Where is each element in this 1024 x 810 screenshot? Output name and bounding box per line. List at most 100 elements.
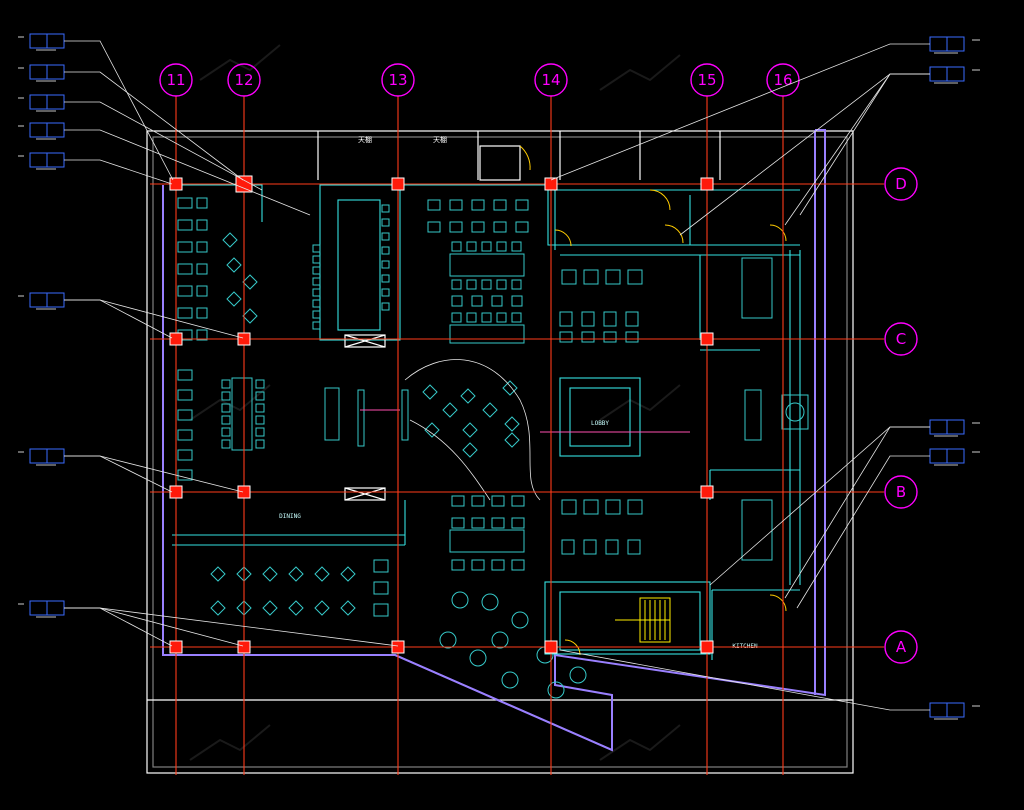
chair	[381, 204, 390, 213]
grid-bubble-row-B: B	[884, 475, 918, 509]
chair	[561, 539, 575, 555]
table	[210, 566, 226, 582]
room-label-dining: DINING	[279, 513, 301, 520]
grid-bubble-col-13: 13	[381, 63, 415, 97]
chair	[177, 409, 193, 421]
chair	[196, 307, 208, 319]
chair	[449, 199, 463, 211]
chair	[466, 312, 477, 323]
chair	[177, 389, 193, 401]
chair	[466, 241, 477, 252]
chair	[583, 269, 599, 285]
chair	[196, 329, 208, 341]
table	[401, 389, 409, 441]
tag-marker	[18, 94, 263, 191]
chair	[605, 269, 621, 285]
grid-label: 15	[697, 71, 716, 89]
chair	[255, 439, 265, 449]
chair	[481, 279, 492, 290]
watermark	[189, 44, 681, 761]
chair	[196, 219, 208, 231]
chair	[451, 312, 462, 323]
chair	[177, 449, 193, 461]
chair	[312, 321, 321, 330]
chair	[373, 603, 389, 617]
chair	[491, 559, 505, 571]
chair	[427, 199, 441, 211]
chair	[312, 266, 321, 275]
tag-marker	[709, 419, 980, 599]
table	[451, 591, 469, 609]
chair	[627, 499, 643, 515]
chair	[559, 311, 573, 327]
grid-bubble-col-12: 12	[227, 63, 261, 97]
table	[502, 380, 518, 396]
chair	[511, 279, 522, 290]
column	[237, 485, 251, 499]
table	[741, 257, 773, 319]
chair	[221, 415, 231, 425]
tag-marker	[796, 448, 980, 609]
table	[242, 274, 258, 290]
chair	[471, 495, 485, 507]
inner-frame	[152, 136, 848, 768]
chair	[471, 221, 485, 233]
grid-label: A	[896, 638, 907, 656]
curve	[404, 359, 541, 501]
chair	[583, 499, 599, 515]
chair	[177, 241, 193, 253]
grid-bubble-col-14: 14	[534, 63, 568, 97]
column	[700, 640, 714, 654]
interior-walls	[172, 184, 801, 660]
chair	[471, 517, 485, 529]
table	[481, 593, 499, 611]
grid-label: 11	[166, 71, 185, 89]
grid-label: 16	[773, 71, 792, 89]
table	[482, 402, 498, 418]
column	[391, 177, 405, 191]
table	[210, 600, 226, 616]
table	[439, 631, 457, 649]
column	[169, 485, 183, 499]
room-label-lobby: LOBBY	[591, 420, 609, 427]
chair	[177, 197, 193, 209]
grid-bubble-row-D: D	[884, 167, 918, 201]
chair	[381, 246, 390, 255]
chair	[221, 439, 231, 449]
grid-bubble-row-C: C	[884, 322, 918, 356]
grid-bubble-col-15: 15	[690, 63, 724, 97]
table	[462, 442, 478, 458]
chair	[381, 260, 390, 269]
column	[544, 640, 558, 654]
chair	[221, 427, 231, 437]
chair	[561, 269, 577, 285]
chair	[515, 199, 529, 211]
table	[449, 529, 525, 553]
chair	[583, 539, 597, 555]
table	[324, 387, 340, 441]
chair	[559, 331, 573, 343]
chair	[496, 279, 507, 290]
table	[222, 232, 238, 248]
chair	[471, 559, 485, 571]
chair	[381, 218, 390, 227]
grid-bubble-row-A: A	[884, 630, 918, 664]
chair	[605, 539, 619, 555]
chair	[381, 288, 390, 297]
table	[462, 422, 478, 438]
table	[340, 600, 356, 616]
table	[314, 566, 330, 582]
column	[700, 332, 714, 346]
chair	[496, 312, 507, 323]
chair	[427, 221, 441, 233]
column	[235, 175, 253, 193]
chair	[511, 312, 522, 323]
chair	[221, 403, 231, 413]
chair	[511, 495, 525, 507]
chair	[177, 469, 193, 481]
chair	[511, 295, 523, 307]
chair	[451, 295, 463, 307]
chair	[511, 559, 525, 571]
chair	[625, 311, 639, 327]
